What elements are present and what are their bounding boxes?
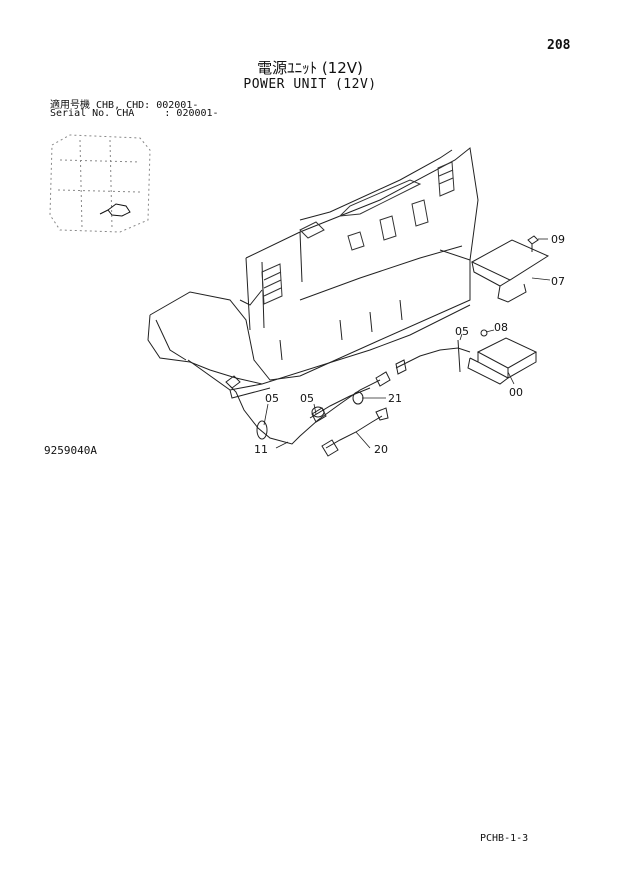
callout-20: 20 [374,443,388,456]
serial-applicability-line-1: 適用号機 CHB, CHD: 002001- [50,100,199,111]
frame-body [147,147,479,399]
callout-09: 09 [551,233,565,246]
callout-05-center: 05 [300,392,314,405]
callout-05-left: 05 [265,392,279,405]
locator-thumbnail [49,134,151,233]
page-number: 208 [547,38,571,53]
serial-applicability-line-2: Serial No. CHA : 020001- [50,108,219,119]
callout-08: 08 [494,321,508,334]
title-japanese: 電源ﾕﾆｯﾄ (12V) [257,59,363,77]
callout-05-cable: 05 [455,325,469,338]
bracket-07 [470,239,550,303]
figure-id: 9259040A [44,444,97,457]
title-english: POWER UNIT (12V) [243,77,377,92]
callout-11: 11 [254,443,268,456]
callout-21: 21 [388,392,402,405]
footer-code: PCHB-1-3 [480,833,529,844]
harness-21 [309,387,371,423]
nut-08 [480,329,488,337]
bolt-09 [527,235,539,252]
harness-power-cable [395,339,471,375]
harness-11 [225,371,391,445]
locator-highlight [99,203,131,217]
callout-07: 07 [551,275,565,288]
callout-00: 00 [509,386,523,399]
leader-lines [263,238,551,449]
power-unit-00 [467,337,538,385]
frame-vents [261,161,455,305]
